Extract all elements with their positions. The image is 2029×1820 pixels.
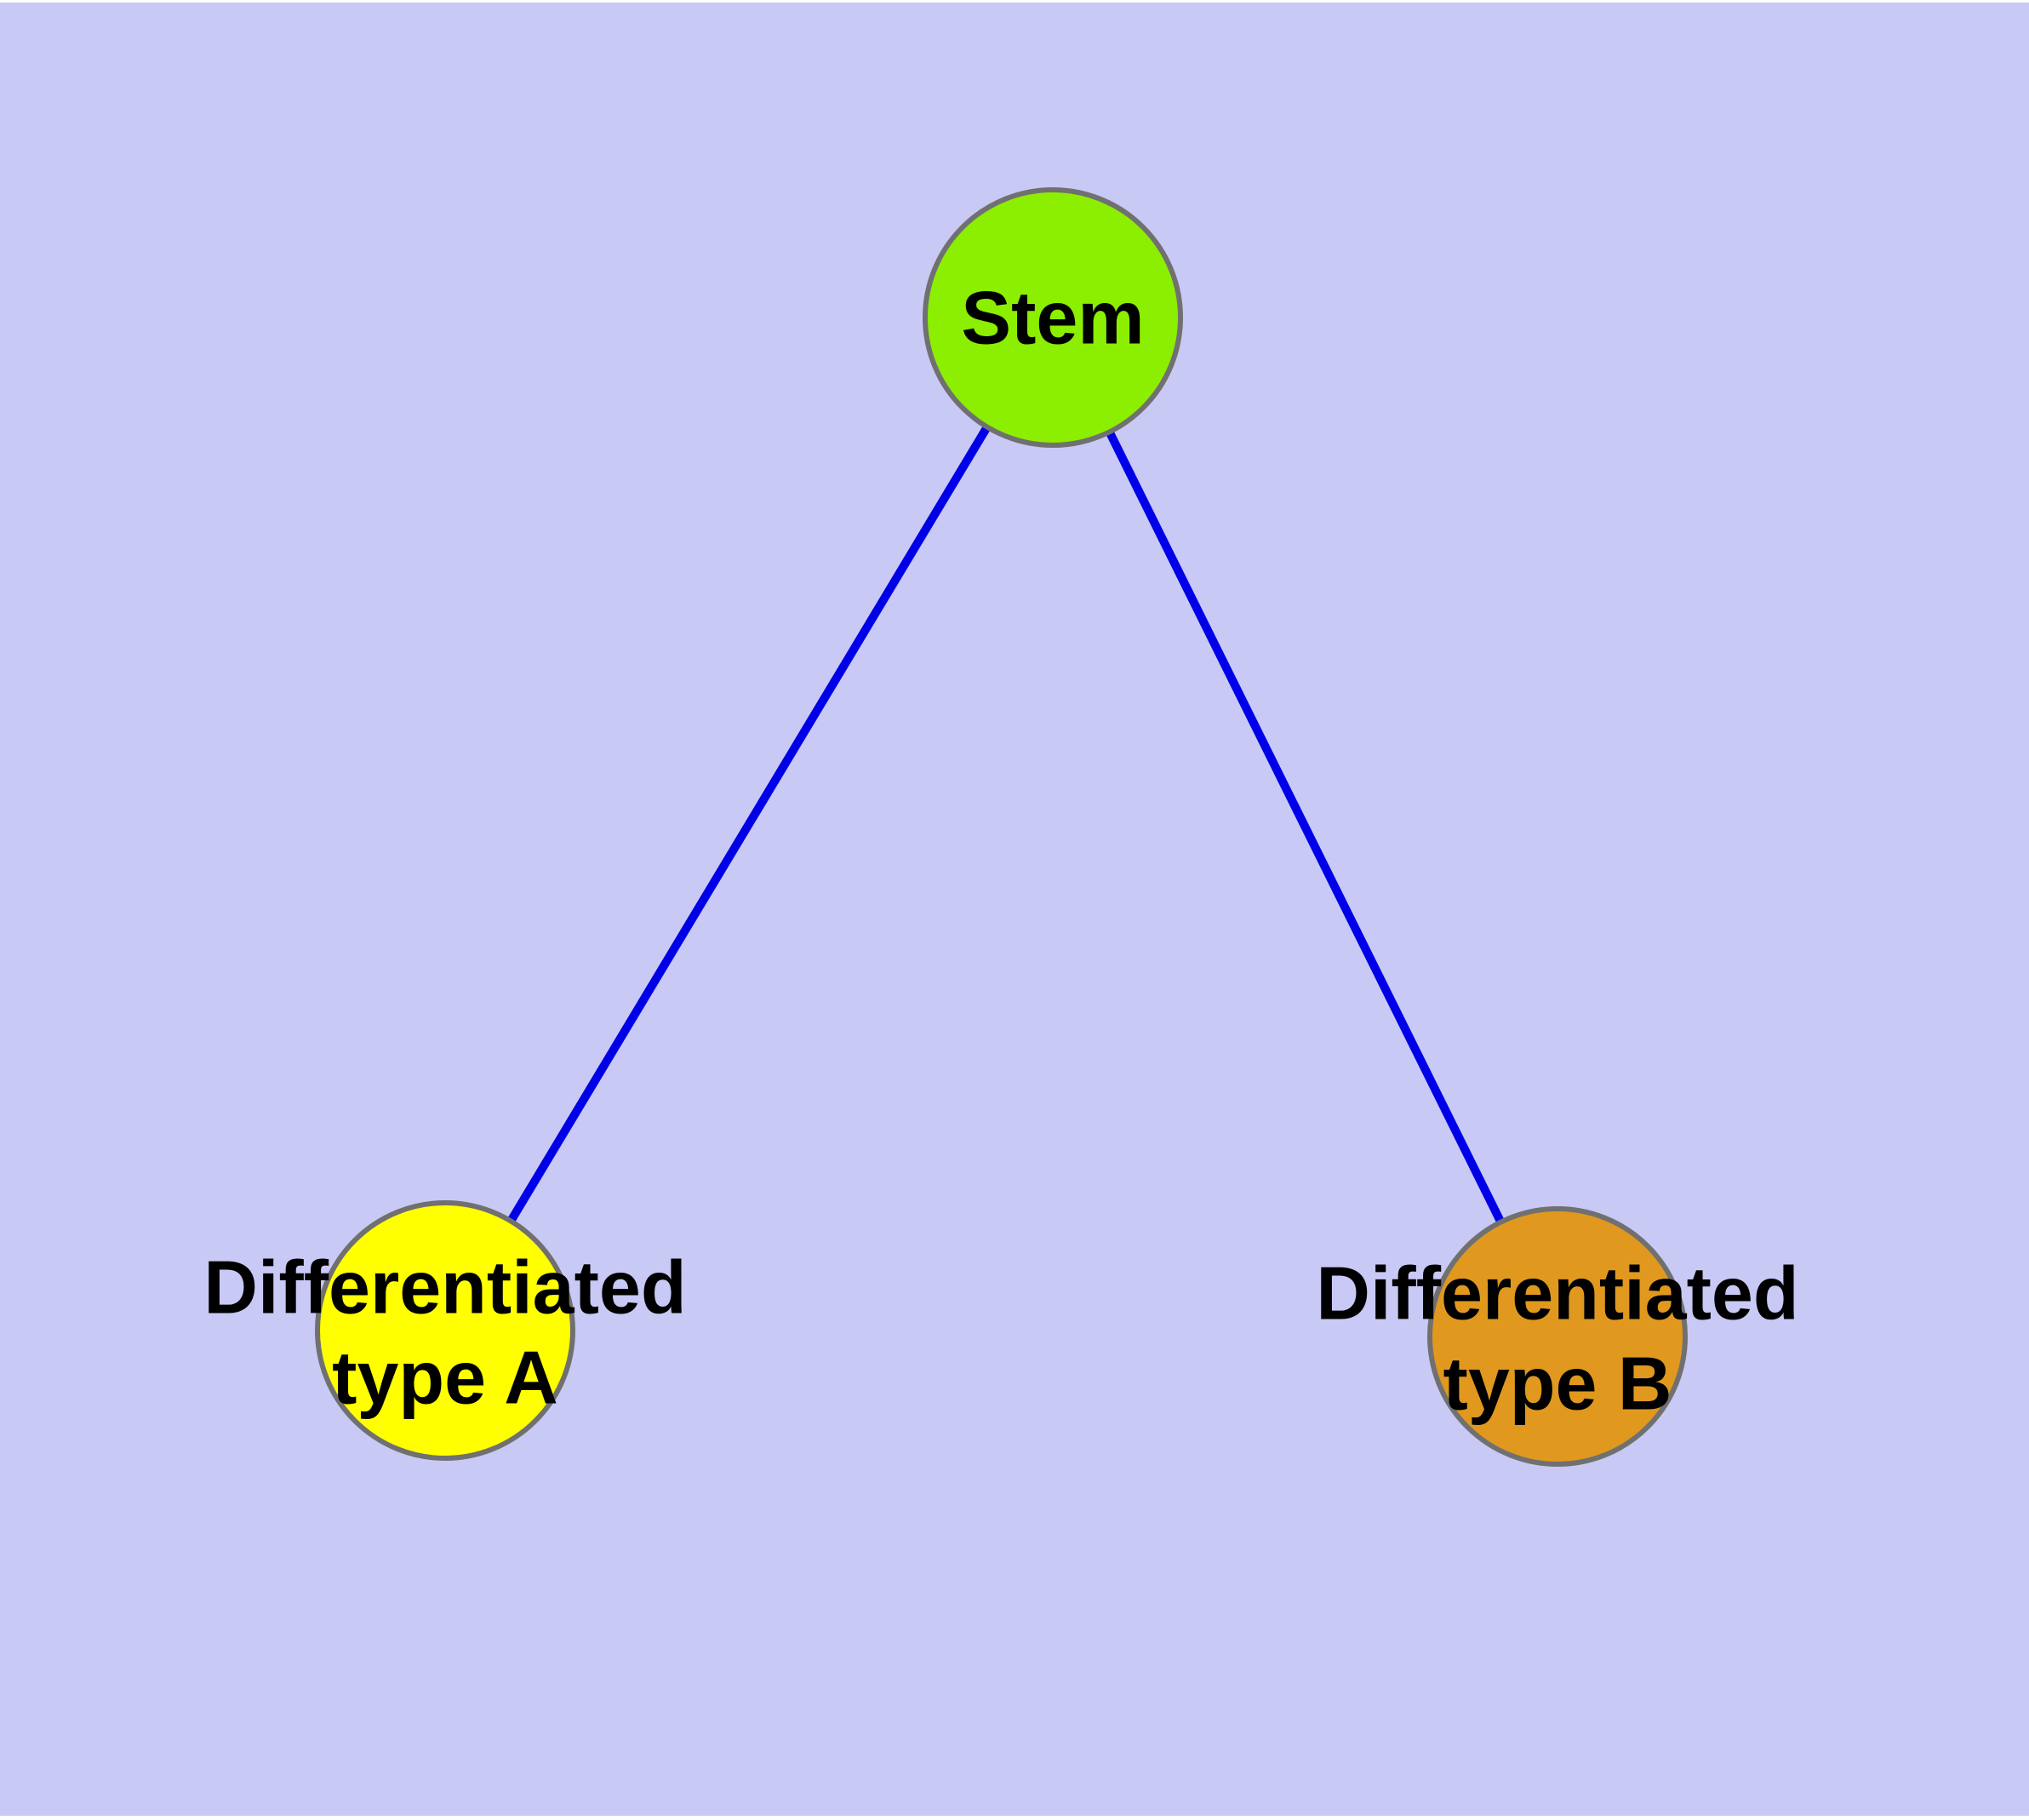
node-differentiated-type-a: Differentiated type A xyxy=(203,1200,687,1461)
node-type-a-label-line1: Differentiated xyxy=(203,1245,686,1330)
node-type-a-circle xyxy=(315,1200,575,1461)
node-stem-label: Stem xyxy=(961,276,1144,360)
node-type-b-circle xyxy=(1427,1206,1688,1467)
node-stem: Stem xyxy=(923,187,1183,448)
node-type-b-label-line2: type B xyxy=(1443,1342,1672,1426)
node-differentiated-type-b: Differentiated type B xyxy=(1316,1206,1799,1467)
node-type-a-label-line2: type A xyxy=(332,1336,558,1420)
node-type-b-label-line1: Differentiated xyxy=(1316,1251,1798,1336)
node-stem-circle xyxy=(923,187,1183,448)
edge-stem-to-type-a xyxy=(441,315,1057,1333)
edge-layer xyxy=(441,315,1562,1339)
edge-stem-to-type-b xyxy=(1049,315,1562,1339)
